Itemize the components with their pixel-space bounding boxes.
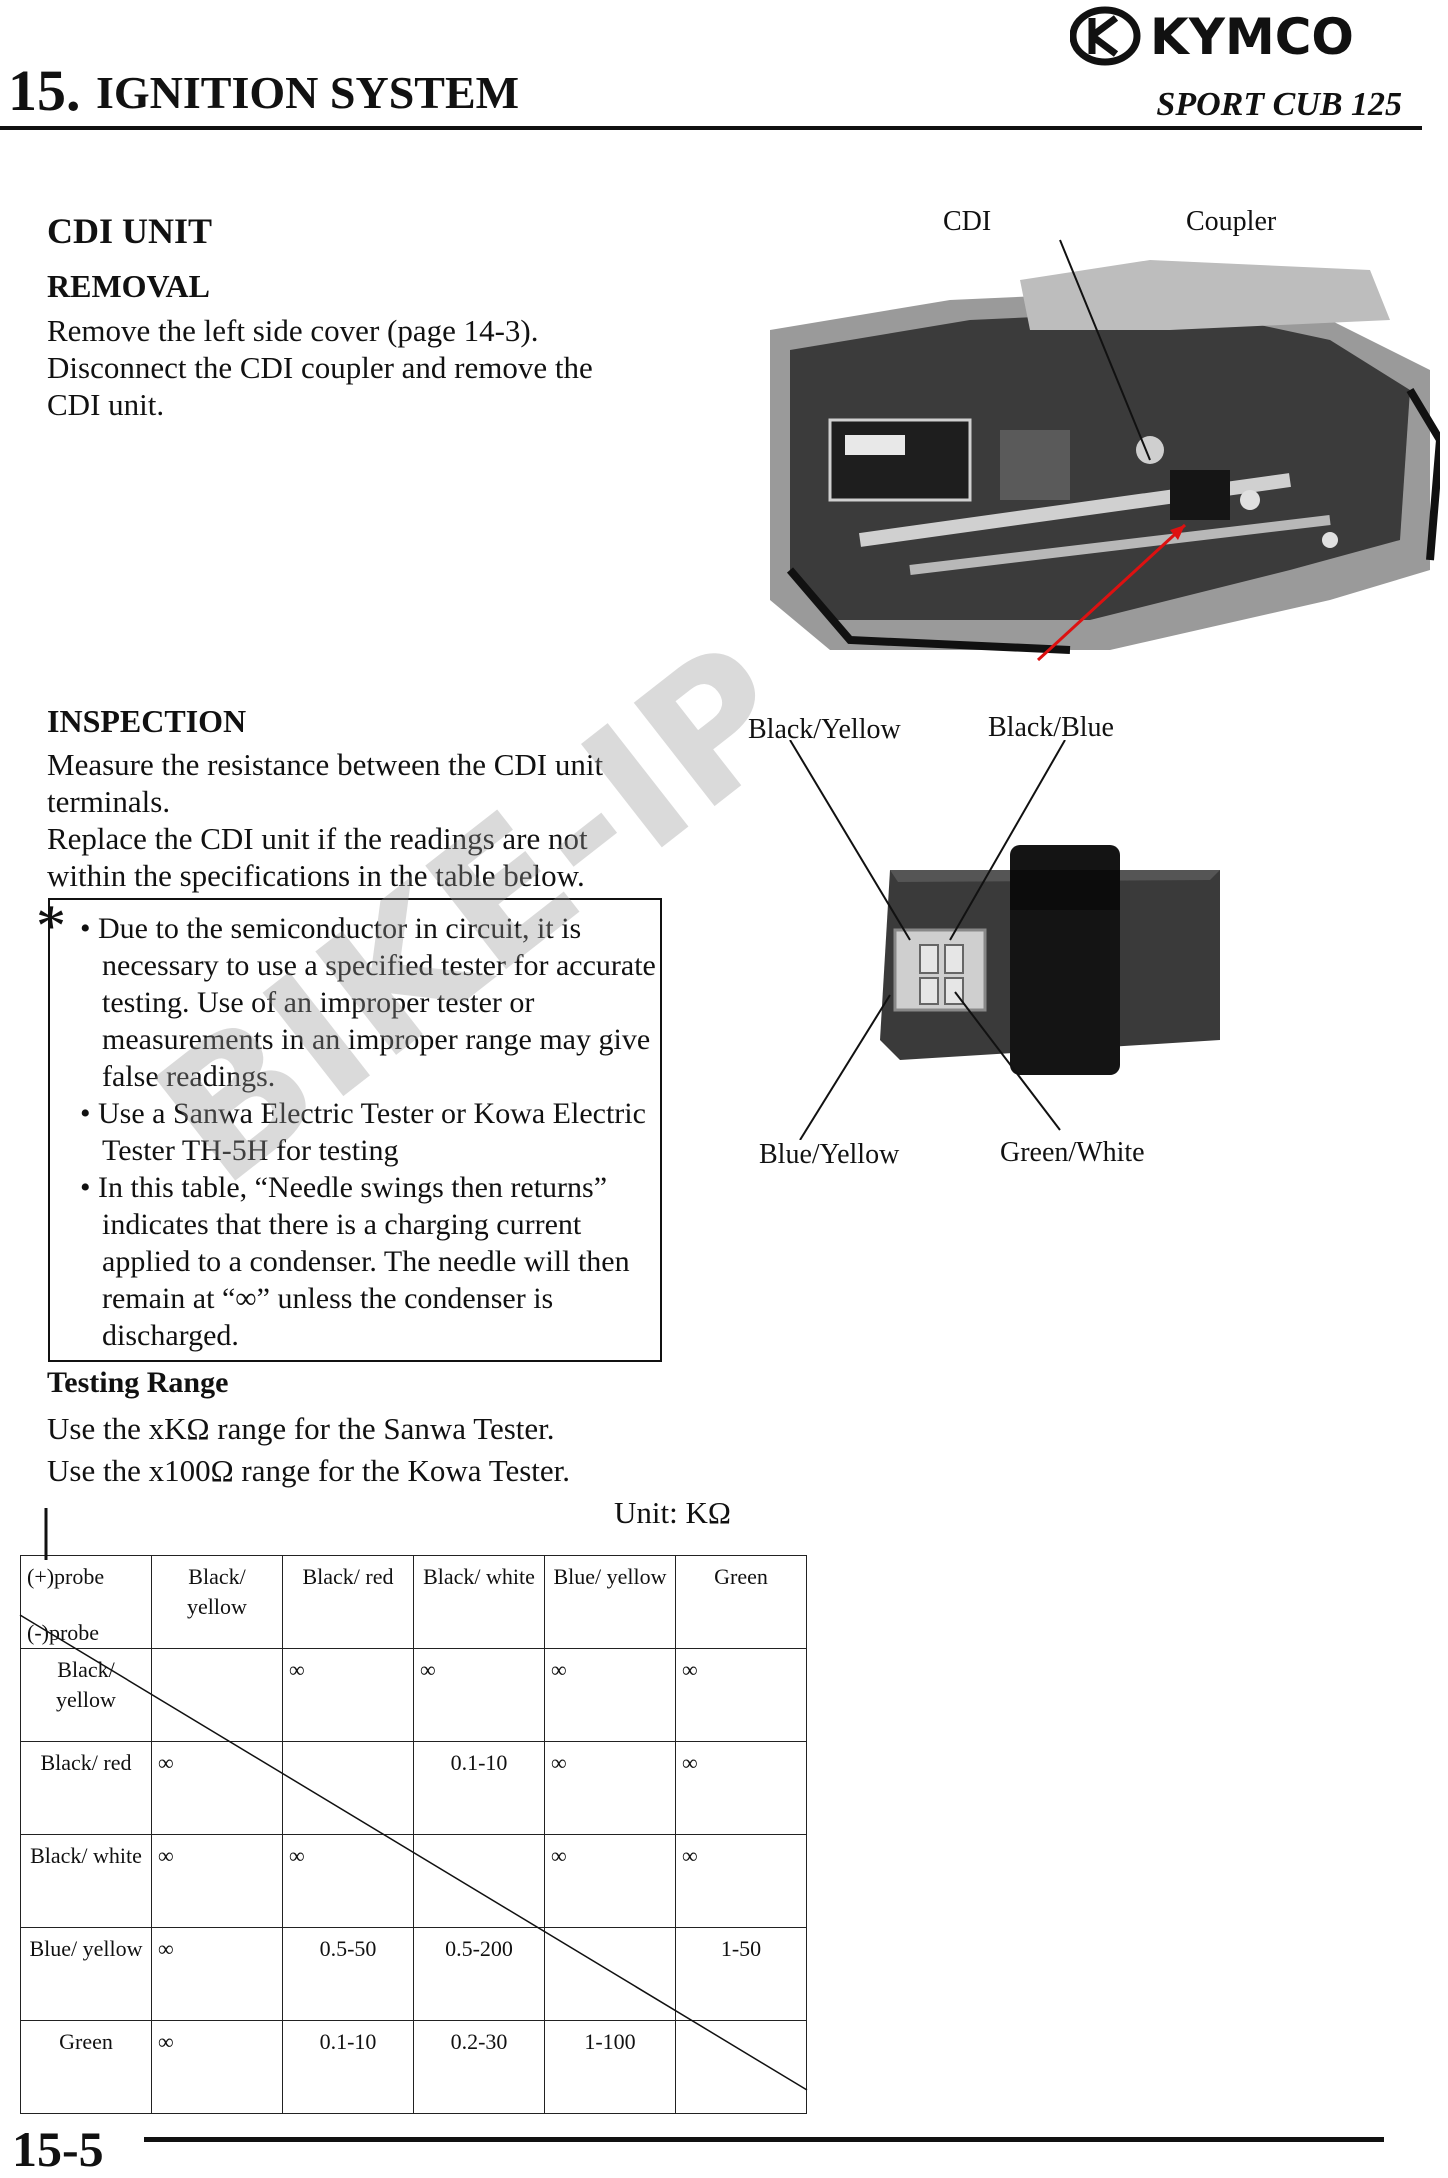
chapter-number: 15. bbox=[8, 58, 81, 123]
removal-line: CDI unit. bbox=[47, 387, 165, 422]
testing-line-sanwa: Use the xKΩ range for the Sanwa Tester. bbox=[47, 1411, 555, 1446]
page-number: 15-5 bbox=[12, 2121, 104, 2177]
table-row: Blue/ yellow ∞ 0.5-50 0.5-200 1-50 bbox=[20, 1927, 807, 2021]
testing-heading: Testing Range bbox=[47, 1366, 229, 1399]
resistance-table: (+)probe (-)probe Black/ yellow Black/ r… bbox=[20, 1555, 807, 2114]
kymco-logo: KYMCO bbox=[1070, 6, 1354, 66]
coupler-label: Coupler bbox=[1186, 206, 1277, 237]
table-cell: ∞ bbox=[151, 1927, 283, 2021]
label-black-blue: Black/Blue bbox=[988, 712, 1114, 743]
row-header: Black/ yellow bbox=[20, 1648, 152, 1742]
table-cell bbox=[675, 2020, 807, 2114]
table-cell bbox=[544, 1927, 676, 2021]
asterisk-icon: * bbox=[36, 893, 66, 959]
inspection-heading: INSPECTION bbox=[47, 703, 247, 739]
table-row: Green ∞ 0.1-10 0.2-30 1-100 bbox=[20, 2020, 807, 2114]
unit-label: Unit: KΩ bbox=[614, 1495, 731, 1530]
table-cell: 0.1-10 bbox=[413, 1741, 545, 1835]
testing-line-kowa: Use the x100Ω range for the Kowa Tester. bbox=[47, 1453, 571, 1488]
note-content: • Due to the semiconductor in circuit, i… bbox=[80, 910, 660, 1354]
photo-pointer-lines bbox=[1036, 239, 1187, 662]
label-green-white: Green/White bbox=[1000, 1137, 1145, 1168]
inspection-line: terminals. bbox=[47, 784, 171, 819]
table-cell: ∞ bbox=[544, 1834, 676, 1928]
inspection-line: Measure the resistance between the CDI u… bbox=[47, 747, 604, 782]
table-cell: ∞ bbox=[544, 1741, 676, 1835]
removal-heading: REMOVAL bbox=[47, 268, 210, 304]
table-cell bbox=[413, 1834, 545, 1928]
removal-line: Remove the left side cover (page 14-3). bbox=[47, 313, 539, 348]
header-rule bbox=[0, 126, 1422, 130]
table-cell: ∞ bbox=[151, 2020, 283, 2114]
table-cell: ∞ bbox=[282, 1648, 414, 1742]
inspection-text: Measure the resistance between the CDI u… bbox=[47, 746, 603, 894]
row-header: Green bbox=[20, 2020, 152, 2114]
note-bullet: • Due to the semiconductor in circuit, i… bbox=[80, 912, 656, 1093]
column-header: Blue/ yellow bbox=[544, 1555, 676, 1649]
table-cell: ∞ bbox=[675, 1741, 807, 1835]
note-box bbox=[48, 898, 662, 1362]
table-cell: 1-50 bbox=[675, 1927, 807, 2021]
inspection-line: Replace the CDI unit if the readings are… bbox=[47, 821, 588, 856]
table-row: Black/ red ∞ 0.1-10 ∞ ∞ bbox=[20, 1741, 807, 1835]
removal-line: Disconnect the CDI coupler and remove th… bbox=[47, 350, 593, 385]
table-cell: ∞ bbox=[675, 1648, 807, 1742]
label-black-yellow: Black/Yellow bbox=[748, 714, 901, 745]
removal-text: Remove the left side cover (page 14-3). … bbox=[47, 312, 593, 423]
table-cell: ∞ bbox=[413, 1648, 545, 1742]
label-blue-yellow: Blue/Yellow bbox=[759, 1139, 900, 1170]
plus-probe-label: (+)probe bbox=[27, 1564, 105, 1589]
column-header: Black/ red bbox=[282, 1555, 414, 1649]
table-cell bbox=[282, 1741, 414, 1835]
table-header-row: (+)probe (-)probe Black/ yellow Black/ r… bbox=[20, 1555, 807, 1649]
corner-cell: (+)probe (-)probe bbox=[20, 1555, 152, 1649]
table-cell: ∞ bbox=[675, 1834, 807, 1928]
cdi-label: CDI bbox=[943, 206, 992, 237]
row-header: Black/ white bbox=[20, 1834, 152, 1928]
table-cell: ∞ bbox=[151, 1741, 283, 1835]
table-cell: 0.1-10 bbox=[282, 2020, 414, 2114]
model-name: SPORT CUB 125 bbox=[1156, 86, 1402, 123]
row-header: Blue/ yellow bbox=[20, 1927, 152, 2021]
table-row: Black/ white ∞ ∞ ∞ ∞ bbox=[20, 1834, 807, 1928]
cdi-unit-photo bbox=[789, 740, 1220, 1140]
chapter-title: IGNITION SYSTEM bbox=[96, 67, 520, 118]
brand-text: KYMCO bbox=[1150, 8, 1354, 66]
note-bullet: • In this table, “Needle swings then ret… bbox=[80, 1171, 630, 1352]
table-cell: 0.2-30 bbox=[413, 2020, 545, 2114]
table-cell: ∞ bbox=[282, 1834, 414, 1928]
footer-rule bbox=[144, 2137, 1384, 2142]
column-header: Black/ white bbox=[413, 1555, 545, 1649]
section-title: CDI UNIT bbox=[47, 211, 213, 251]
column-header: Green bbox=[675, 1555, 807, 1649]
note-bullet: • Use a Sanwa Electric Tester or Kowa El… bbox=[80, 1097, 646, 1167]
table-diagonal-lines bbox=[19, 1508, 808, 2091]
table-cell: 1-100 bbox=[544, 2020, 676, 2114]
inspection-line: within the specifications in the table b… bbox=[47, 858, 585, 893]
